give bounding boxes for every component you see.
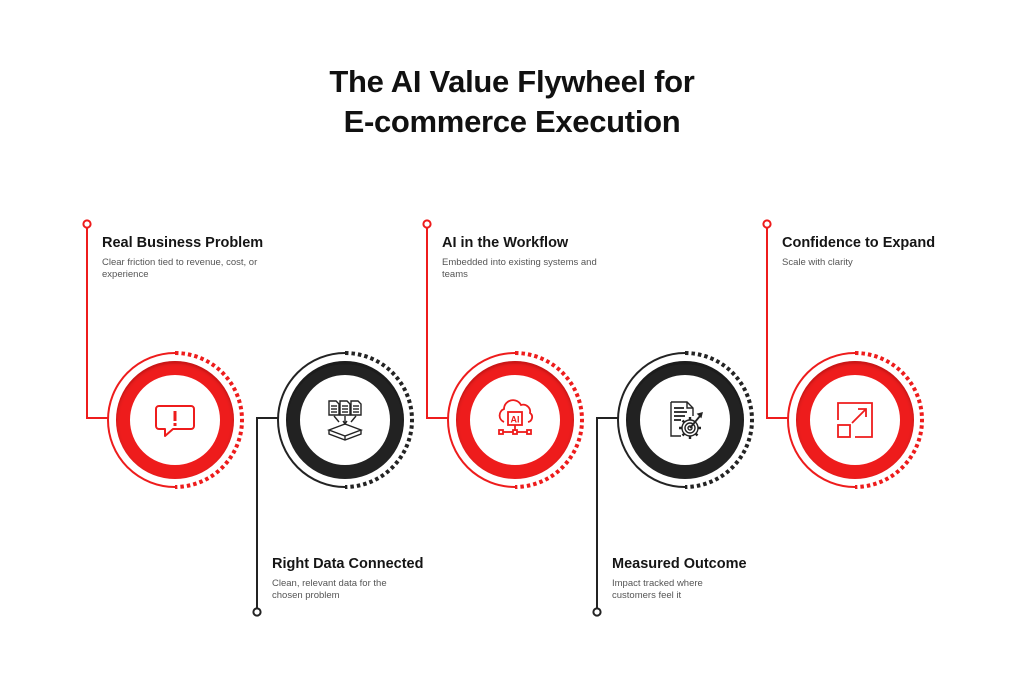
step-3-label: AI in the Workflow Embedded into existin… — [442, 234, 632, 281]
step-4-description: Impact tracked where customers feel it — [612, 578, 703, 601]
step-1-label: Real Business Problem Clear friction tie… — [102, 234, 292, 281]
title-line-2: E-commerce Execution — [343, 104, 681, 139]
document-gear-target-icon — [663, 398, 707, 442]
svg-text:AI: AI — [511, 415, 520, 425]
step-3-node — [422, 219, 584, 489]
expand-arrow-icon — [833, 398, 877, 442]
step-4-heading: Measured Outcome — [612, 556, 747, 572]
documents-into-database-icon — [323, 398, 367, 442]
step-4-connector — [592, 417, 619, 617]
step-1-connector — [82, 219, 109, 419]
step-2-connector — [252, 417, 279, 617]
title-line-1: The AI Value Flywheel for — [329, 64, 695, 99]
step-5-label: Confidence to Expand Scale with clarity — [782, 234, 972, 269]
step-3-description: Embedded into existing systems and teams — [442, 257, 597, 280]
step-4-node — [592, 351, 754, 617]
speech-bubble-exclamation-icon — [153, 398, 197, 442]
step-5-description: Scale with clarity — [782, 257, 853, 268]
step-2-description: Clean, relevant data for the chosen prob… — [272, 578, 387, 601]
step-4-ring — [617, 351, 754, 489]
step-5-connector — [762, 219, 789, 419]
step-3-heading: AI in the Workflow — [442, 235, 569, 251]
diagram-title: The AI Value Flywheel for E-commerce Exe… — [0, 62, 1024, 142]
step-3-ring — [447, 351, 584, 489]
step-2-heading: Right Data Connected — [272, 556, 424, 572]
step-1-description: Clear friction tied to revenue, cost, or… — [102, 257, 258, 280]
step-5-heading: Confidence to Expand — [782, 235, 936, 251]
step-2-label: Right Data Connected Clean, relevant dat… — [272, 555, 462, 602]
step-4-label: Measured Outcome Impact tracked where cu… — [612, 555, 802, 602]
step-1-heading: Real Business Problem — [102, 235, 264, 251]
step-3-connector — [422, 219, 449, 419]
ai-cloud-network-icon: AI — [493, 398, 537, 442]
